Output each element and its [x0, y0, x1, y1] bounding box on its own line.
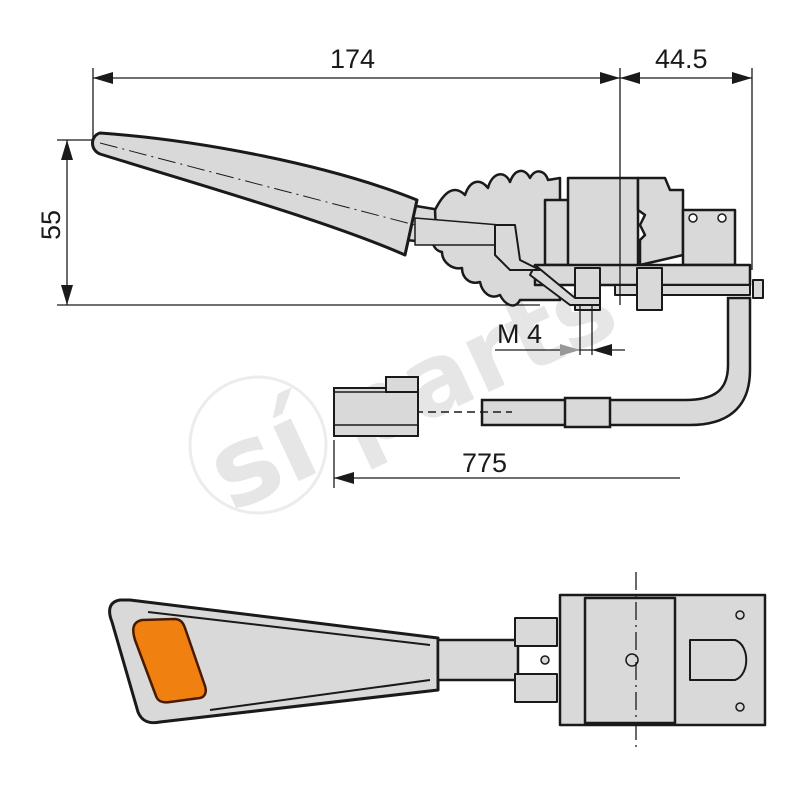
lever-grip: [91, 131, 419, 257]
dimension-cable: [333, 440, 680, 488]
side-view: [91, 131, 764, 311]
cable-sleeve: [563, 396, 612, 429]
cable: [415, 296, 752, 429]
watermark-text-si: sí: [188, 374, 340, 536]
dimension-thread: [495, 305, 625, 356]
dimension-cable-length: 775: [462, 448, 507, 478]
dimension-thread-size: M 4: [497, 319, 542, 349]
switch-housing: [566, 176, 640, 268]
cable-connector: [333, 376, 419, 437]
dimension-lever-length: 174: [330, 44, 375, 74]
dimension-left: [57, 139, 540, 306]
indicator-lens: [132, 617, 208, 704]
dimension-top: [92, 68, 753, 270]
top-view: [108, 572, 767, 750]
dimension-lever-height: 55: [36, 210, 66, 240]
dimension-housing-depth: 44.5: [655, 44, 708, 74]
